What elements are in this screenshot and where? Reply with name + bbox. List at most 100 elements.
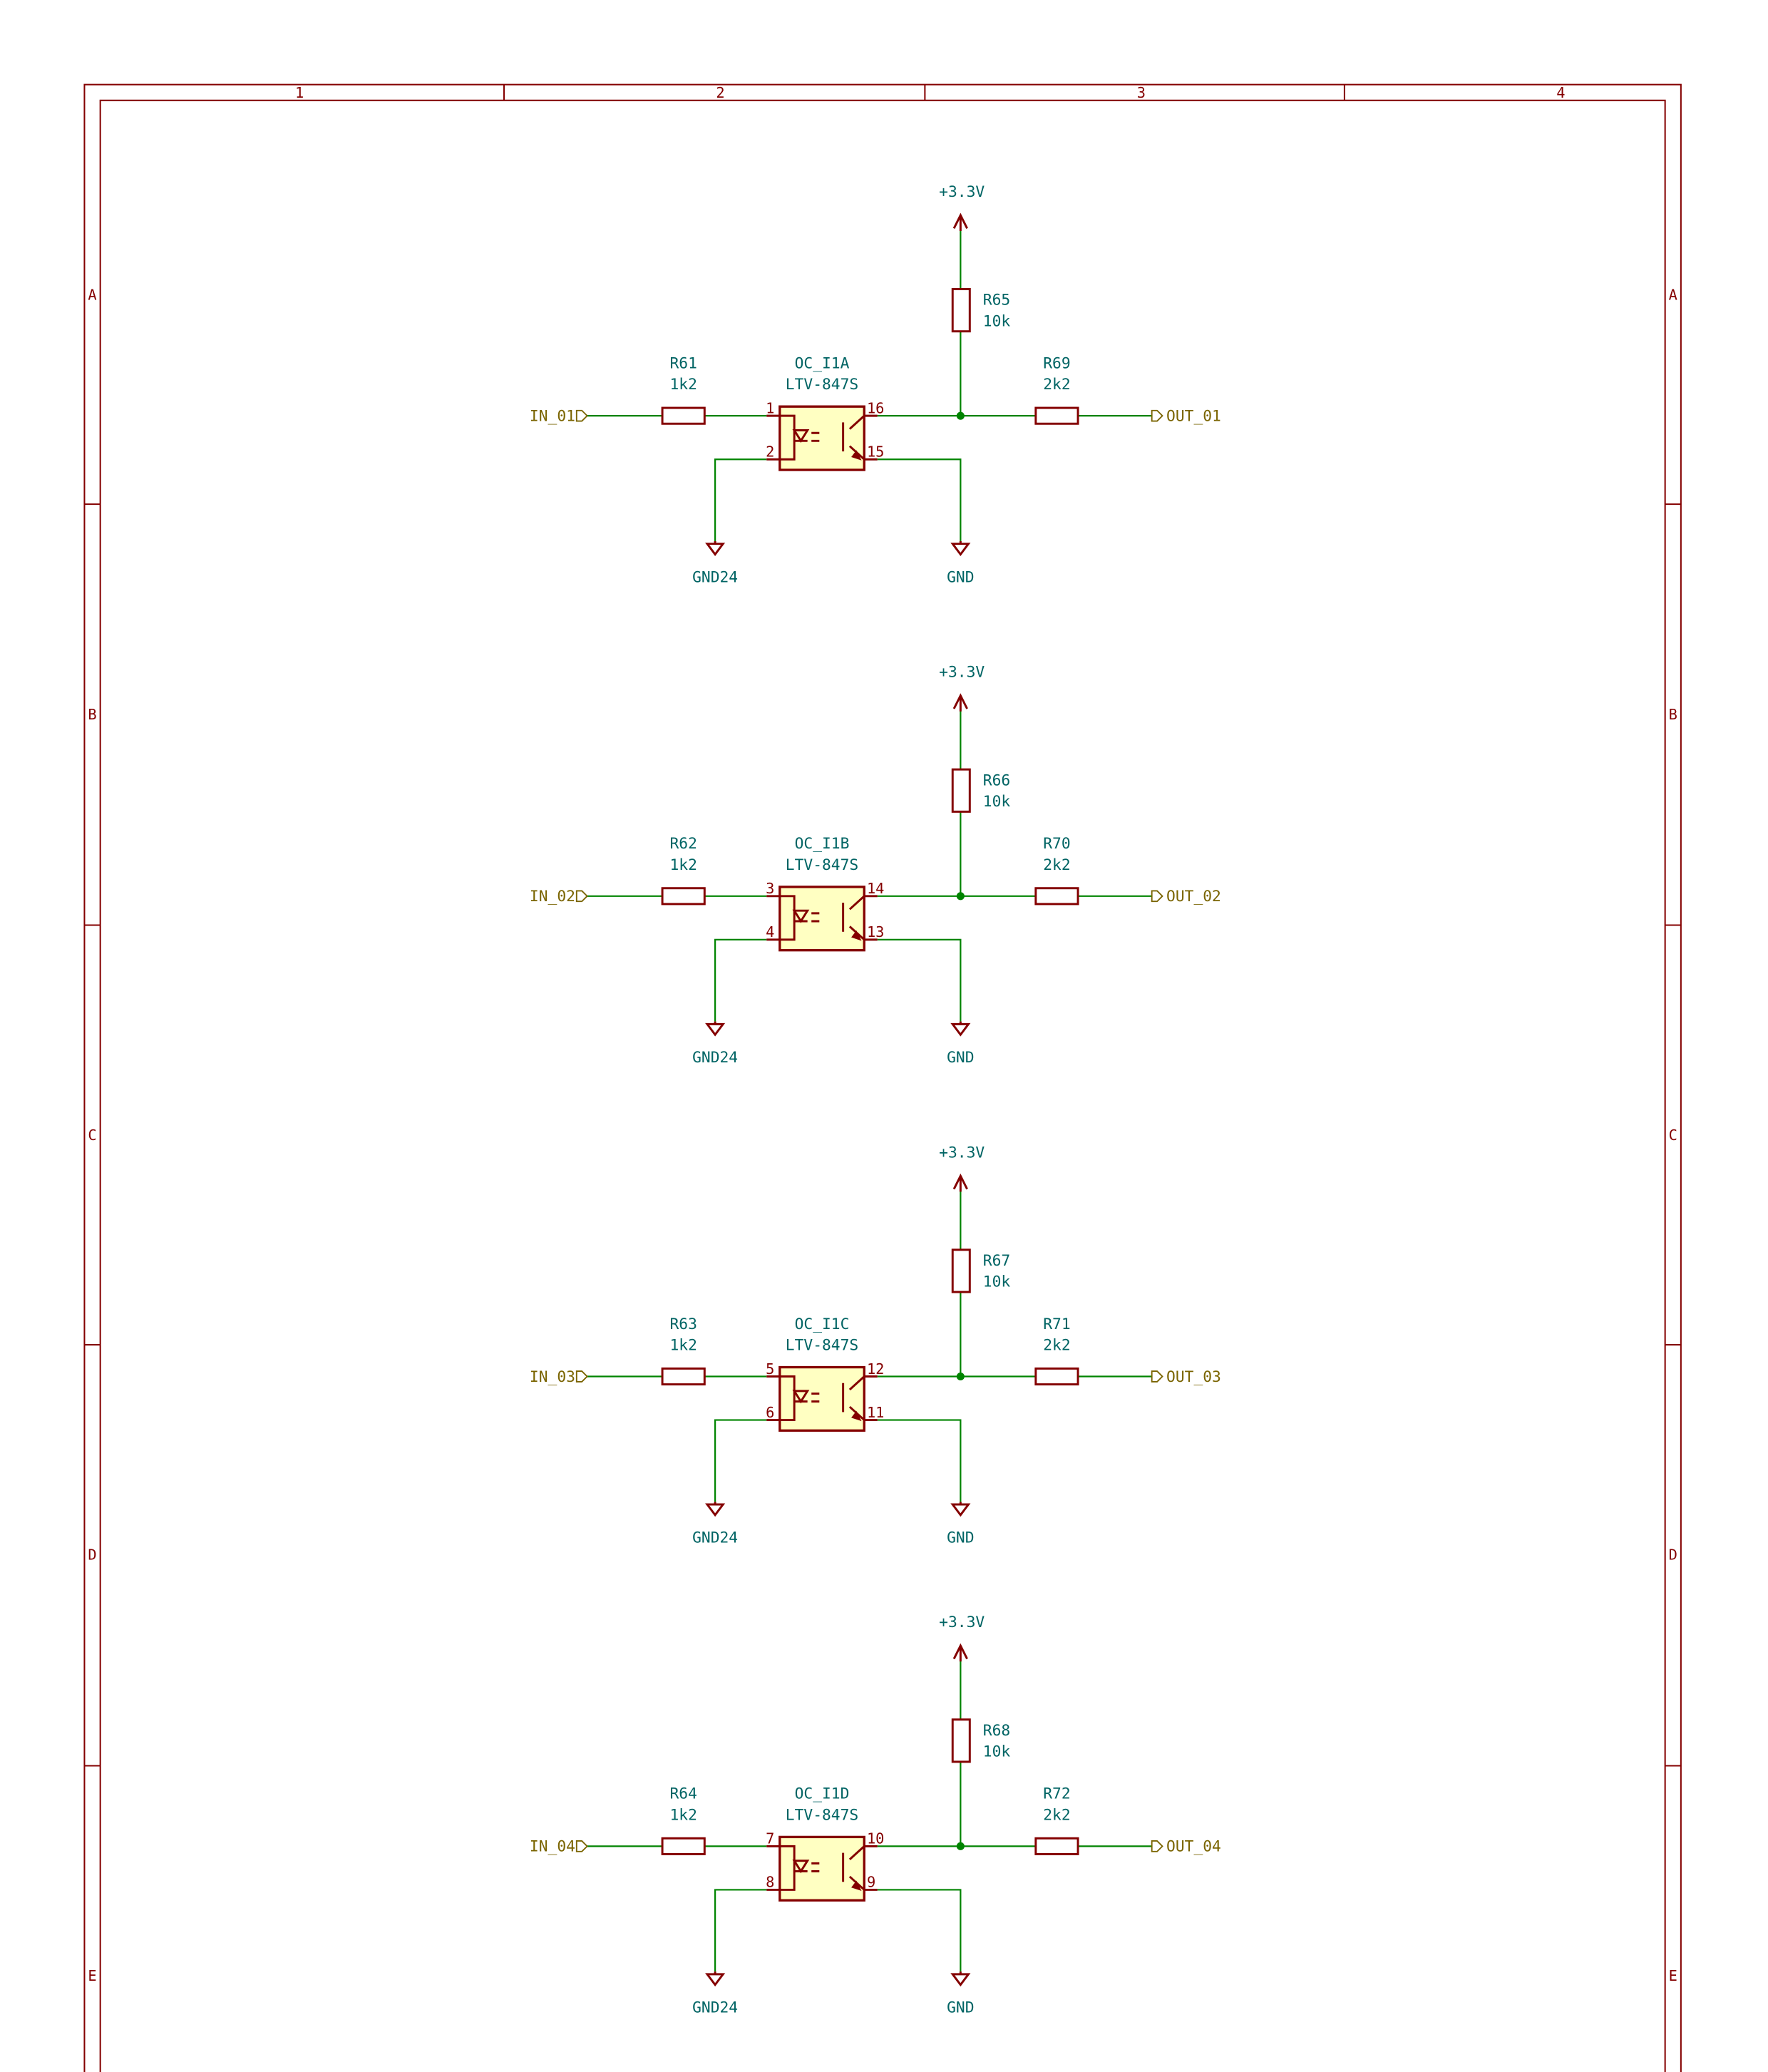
resistor-ref: R70 — [1043, 835, 1070, 853]
ground-icon — [950, 1021, 971, 1037]
resistor-ref: R61 — [669, 355, 697, 373]
resistor-value: 10k — [983, 312, 1011, 330]
resistor-ref: R62 — [669, 835, 697, 853]
row-label-left: A — [88, 286, 96, 303]
pin-number: 13 — [867, 923, 885, 940]
ground-label: GND24 — [692, 1529, 738, 1547]
column-label: 1 — [295, 84, 304, 101]
resistor-ref: R63 — [669, 1315, 697, 1333]
resistor-ref: R65 — [983, 292, 1010, 309]
inner-border — [99, 99, 1666, 2072]
wire-gnd — [877, 458, 962, 541]
optocoupler-value: LTV-847S — [786, 856, 858, 874]
optocoupler-pins — [766, 1375, 878, 1422]
resistor-value: 2k2 — [1043, 856, 1070, 874]
emitter-arrow-icon — [851, 930, 862, 941]
output-label: OUT_03 — [1166, 1368, 1221, 1386]
optocoupler-value: LTV-847S — [786, 376, 858, 394]
ground-label: GND24 — [692, 568, 738, 586]
ground-icon — [950, 1502, 971, 1517]
ground-label: GND — [947, 1999, 974, 2017]
row-label-right: A — [1669, 286, 1677, 303]
input-port-icon — [575, 1370, 588, 1383]
ground-icon — [950, 540, 971, 556]
optocoupler-value: LTV-847S — [786, 1336, 858, 1354]
output-port-icon — [1151, 1840, 1163, 1852]
resistor-ref: R72 — [1043, 1785, 1070, 1803]
row-label-left: C — [88, 1127, 96, 1144]
resistor-value: 10k — [983, 793, 1011, 811]
resistor-output-icon — [1034, 887, 1079, 906]
input-label: IN_04 — [530, 1838, 575, 1856]
power-arrow-icon — [952, 1643, 968, 1662]
output-label: OUT_02 — [1166, 888, 1221, 906]
wire-gnd24 — [714, 938, 767, 1022]
resistor-pullup-icon — [951, 287, 971, 333]
wire-gnd — [877, 938, 962, 1022]
input-label: IN_03 — [530, 1368, 575, 1386]
input-port-icon — [575, 1840, 588, 1852]
optocoupler-value: LTV-847S — [786, 1806, 858, 1824]
row-label-right: D — [1669, 1547, 1677, 1564]
pin-number: 10 — [867, 1830, 885, 1847]
ground-icon — [705, 1502, 726, 1517]
row-label-right: B — [1669, 706, 1677, 723]
row-label-left: E — [88, 1967, 96, 1984]
resistor-ref: R64 — [669, 1785, 697, 1803]
output-port-icon — [1151, 1370, 1163, 1383]
resistor-value: 2k2 — [1043, 1336, 1070, 1354]
row-label-left: B — [88, 706, 96, 723]
power-arrow-icon — [952, 1173, 968, 1192]
pin-number: 15 — [867, 443, 885, 461]
resistor-value: 10k — [983, 1743, 1011, 1761]
optocoupler-pins — [766, 414, 878, 461]
row-label-right: C — [1669, 1127, 1677, 1144]
input-label: IN_01 — [530, 408, 575, 426]
pin-number: 11 — [867, 1404, 885, 1421]
pin-number: 2 — [766, 443, 774, 461]
optocoupler-ref: OC_I1C — [795, 1315, 850, 1333]
resistor-pullup-icon — [951, 1248, 971, 1293]
resistor-output-icon — [1034, 1837, 1079, 1855]
ground-label: GND — [947, 1049, 974, 1067]
input-port-icon — [575, 890, 588, 903]
resistor-value: 1k2 — [669, 1806, 697, 1824]
optocoupler-ref: OC_I1B — [795, 835, 850, 853]
ground-label: GND24 — [692, 1999, 738, 2017]
wire-gnd — [877, 1419, 962, 1502]
emitter-arrow-icon — [851, 450, 862, 461]
resistor-ref: R68 — [983, 1722, 1010, 1740]
resistor-value: 2k2 — [1043, 376, 1070, 394]
emitter-arrow-icon — [851, 1410, 862, 1422]
wire-gnd — [877, 1889, 962, 1972]
resistor-value: 1k2 — [669, 856, 697, 874]
resistor-ref: R67 — [983, 1252, 1010, 1270]
pin-number: 3 — [766, 880, 774, 897]
pin-number: 14 — [867, 880, 885, 897]
pin-number: 9 — [867, 1874, 875, 1891]
wire-gnd24 — [714, 458, 767, 541]
led-icon — [792, 1860, 820, 1874]
power-label: +3.3V — [939, 1144, 985, 1161]
power-label: +3.3V — [939, 664, 985, 682]
emitter-arrow-icon — [851, 1880, 862, 1892]
resistor-pullup-icon — [951, 1718, 971, 1763]
output-label: OUT_04 — [1166, 1838, 1221, 1856]
ground-icon — [705, 1021, 726, 1037]
ground-icon — [950, 1971, 971, 1987]
optocoupler-pins — [766, 1845, 878, 1891]
resistor-input-icon — [661, 887, 706, 906]
column-label: 3 — [1137, 84, 1146, 101]
optocoupler-ref: OC_I1D — [795, 1785, 850, 1803]
output-port-icon — [1151, 409, 1163, 422]
resistor-value: 1k2 — [669, 376, 697, 394]
resistor-input-icon — [661, 1837, 706, 1855]
ground-label: GND — [947, 568, 974, 586]
